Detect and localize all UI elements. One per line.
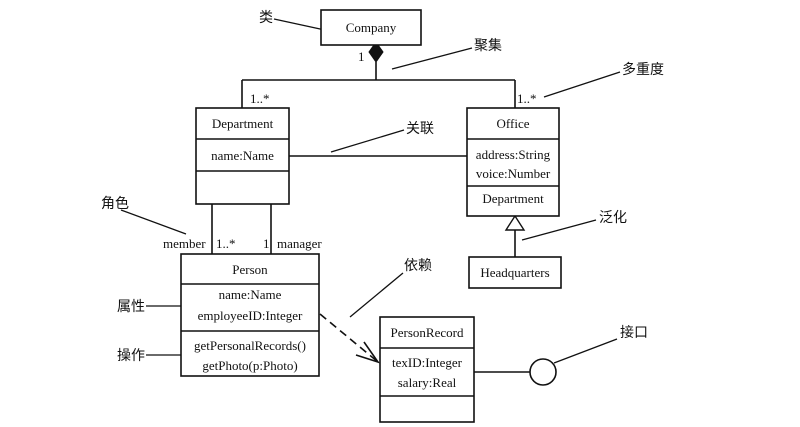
callout-pointers: [120, 18, 621, 364]
interface-circle: [529, 358, 557, 386]
class-box: [466, 107, 560, 217]
interface-callout-line: [553, 338, 618, 364]
association-callout-line: [330, 129, 405, 153]
class-name: Headquarters: [480, 265, 549, 280]
class-box: [195, 107, 290, 205]
class-name: Office: [497, 116, 530, 131]
class-operation: getPersonalRecords(): [194, 338, 306, 353]
callout-association: 关联: [406, 121, 434, 137]
class-name: PersonRecord: [391, 325, 464, 340]
multiplicity-member: 1..*: [216, 236, 236, 251]
role-callout-line: [120, 209, 187, 235]
generalization-arrowhead: [504, 214, 526, 231]
class-box: [379, 316, 475, 423]
class-box: [320, 9, 422, 46]
class-box: [468, 256, 562, 289]
callout-operation: 操作: [117, 348, 145, 364]
callout-multiplicity: 多重度: [622, 61, 664, 78]
class-operation: Department: [482, 191, 544, 206]
dependency-arrowhead: [355, 341, 381, 364]
dependency-callout-line: [349, 272, 404, 318]
dependency-line: [319, 313, 379, 363]
class-headquarters: Headquarters: [468, 256, 562, 289]
class-attribute: texID:Integer: [392, 355, 463, 370]
class-company: Company: [320, 9, 422, 46]
multiplicity-office: 1..*: [517, 91, 537, 106]
callout-attribute: 属性: [117, 299, 145, 315]
class-attribute: salary:Real: [398, 375, 457, 390]
multiplicity-callout-line: [543, 71, 621, 98]
role-manager: manager: [277, 236, 322, 251]
class-office: Office address:String voice:Number Depar…: [466, 107, 560, 217]
aggregation-callout-line: [391, 47, 473, 70]
role-member: member: [163, 236, 206, 251]
multiplicity-department: 1..*: [250, 91, 270, 106]
callout-interface: 接口: [620, 324, 648, 341]
callout-role: 角色: [101, 195, 129, 212]
class-box: [180, 253, 320, 377]
multiplicity-company: 1: [358, 49, 365, 64]
callout-dependency: 依赖: [404, 258, 432, 274]
class-personrecord: PersonRecord texID:Integer salary:Real: [379, 316, 475, 423]
class-operation: getPhoto(p:Photo): [202, 358, 297, 373]
class-person: Person name:Name employeeID:Integer getP…: [180, 253, 320, 377]
callout-generalization: 泛化: [599, 210, 627, 226]
class-attribute: voice:Number: [476, 166, 551, 181]
multiplicity-manager: 1: [263, 236, 270, 251]
generalization-callout-line: [521, 219, 597, 241]
class-department: Department name:Name: [195, 107, 290, 205]
callout-class: 类: [259, 10, 273, 26]
class-attribute: name:Name: [219, 287, 282, 302]
aggregation-diamond: [368, 41, 384, 63]
class-attribute: employeeID:Integer: [198, 308, 303, 323]
aggregation-connector: [241, 62, 516, 108]
callout-aggregation: 聚集: [474, 37, 502, 54]
class-name: Person: [232, 262, 268, 277]
class-name: Department: [212, 116, 274, 131]
class-attribute: address:String: [476, 147, 551, 162]
class-attribute: name:Name: [211, 148, 274, 163]
class-name: Company: [346, 20, 397, 35]
